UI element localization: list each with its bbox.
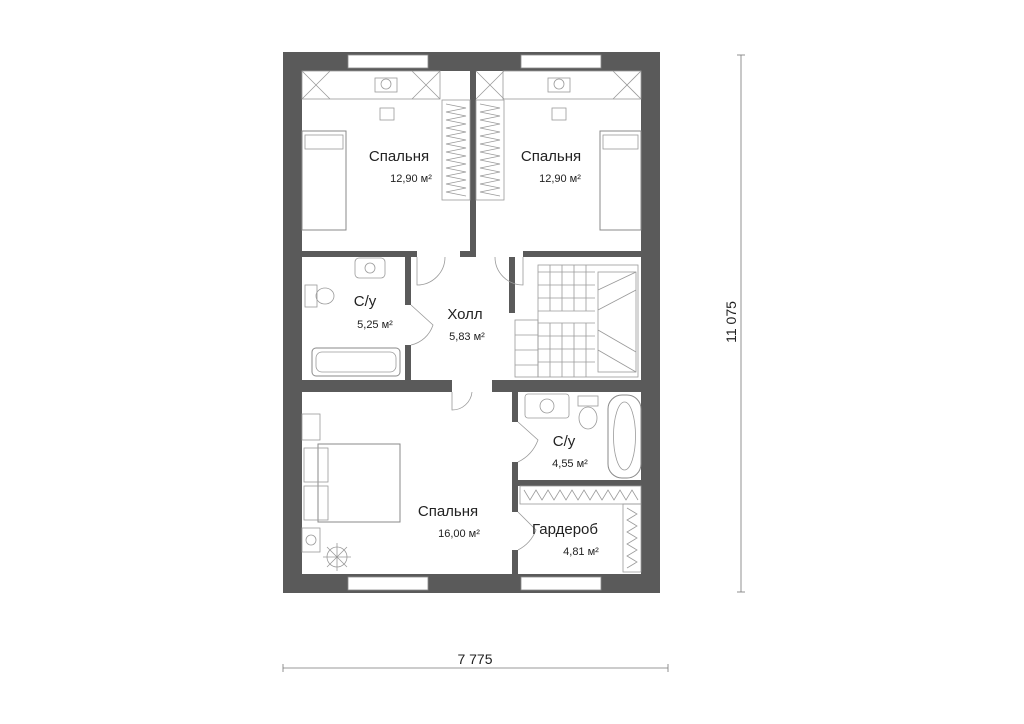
stair-outline bbox=[537, 264, 639, 378]
room-name-hall: Холл bbox=[447, 306, 482, 323]
room-name-bathroom-right: С/у bbox=[553, 433, 576, 450]
wardrobe-right bbox=[475, 99, 505, 201]
wardrobe-rail-top bbox=[519, 485, 642, 505]
door-bath-right bbox=[517, 421, 539, 463]
room-labels: Спальня 12,90 м² Спальня 12,90 м² С/у 5,… bbox=[354, 148, 599, 558]
wall-wardrobe-top bbox=[512, 480, 641, 486]
bathroom-left-fixtures bbox=[304, 257, 401, 377]
toilet-tank-icon bbox=[304, 284, 318, 308]
bathroom-right-fixtures bbox=[524, 393, 642, 479]
window-bottom-left bbox=[347, 576, 429, 591]
dimension-width-label: 7 775 bbox=[457, 651, 492, 667]
wardrobe-rail-side bbox=[622, 503, 642, 573]
toilet-icon-2 bbox=[578, 406, 598, 430]
shelf-top-left bbox=[301, 70, 441, 100]
wall-lower-left bbox=[302, 380, 452, 392]
sink-icon bbox=[354, 257, 386, 279]
bed-icon-2 bbox=[599, 130, 642, 231]
desk-chair-icon bbox=[379, 107, 395, 121]
door-bath-left bbox=[410, 304, 434, 346]
wall-mid-center bbox=[460, 251, 476, 257]
plant-icon bbox=[323, 543, 351, 571]
wall-mid-left bbox=[302, 251, 417, 257]
toilet-tank-icon-2 bbox=[577, 395, 599, 407]
wall-right bbox=[641, 52, 660, 593]
room-name-bedroom-top-left: Спальня bbox=[369, 148, 429, 165]
wall-stair-left bbox=[509, 257, 515, 313]
door-wardrobe bbox=[517, 511, 537, 551]
sink-icon-2 bbox=[524, 393, 570, 419]
desk-monitor-icon-2 bbox=[547, 77, 571, 93]
stairs bbox=[514, 264, 639, 378]
door-bedroom-top-left bbox=[416, 256, 446, 286]
room-name-bedroom-bottom: Спальня bbox=[418, 503, 478, 520]
wall-bath-right-left-upper bbox=[512, 392, 518, 422]
bed-icon bbox=[301, 130, 347, 231]
room-area-hall: 5,83 м² bbox=[449, 331, 485, 343]
wall-bath-right-left-lower bbox=[512, 462, 518, 486]
wardrobe-fixtures bbox=[519, 485, 642, 573]
room-name-wardrobe: Гардероб bbox=[532, 521, 598, 538]
door-bedroom-top-right bbox=[494, 256, 524, 286]
window-top-right bbox=[520, 54, 602, 69]
bedroom-bottom-furniture bbox=[301, 413, 401, 571]
bathtub-icon bbox=[311, 347, 401, 377]
dimension-height-label: 11 075 bbox=[723, 301, 739, 343]
room-area-bathroom-right: 4,55 м² bbox=[552, 458, 588, 470]
wall-lower-right bbox=[492, 380, 641, 392]
toilet-icon bbox=[315, 287, 335, 305]
room-name-bedroom-top-right: Спальня bbox=[521, 148, 581, 165]
bedroom-top-left-furniture bbox=[301, 70, 471, 231]
interior-walls bbox=[302, 71, 641, 574]
nightstand-icon-2 bbox=[301, 527, 321, 553]
wall-top bbox=[283, 52, 660, 71]
wall-bath-left-lower bbox=[405, 345, 411, 380]
window-top-left bbox=[347, 54, 429, 69]
window-bottom-right bbox=[520, 576, 602, 591]
room-area-bathroom-left: 5,25 м² bbox=[357, 319, 393, 331]
room-area-wardrobe: 4,81 м² bbox=[563, 546, 599, 558]
desk-chair-icon-2 bbox=[551, 107, 567, 121]
room-area-bedroom-top-left: 12,90 м² bbox=[390, 173, 432, 185]
double-bed-icon bbox=[317, 443, 401, 523]
wall-wardrobe-left-lower bbox=[512, 550, 518, 574]
wall-bottom bbox=[283, 574, 660, 593]
bathtub-icon-2 bbox=[607, 394, 642, 479]
room-area-bedroom-bottom: 16,00 м² bbox=[438, 528, 480, 540]
outer-walls bbox=[283, 52, 660, 593]
doors bbox=[410, 256, 539, 551]
wall-left bbox=[283, 52, 302, 593]
wall-mid-right bbox=[523, 251, 641, 257]
dimension-lines: 7 775 11 075 bbox=[282, 54, 745, 672]
wall-bath-left-upper bbox=[405, 257, 411, 305]
desk-monitor-icon bbox=[374, 77, 398, 93]
shelf-top-right bbox=[502, 70, 642, 100]
wall-bedrooms-divider bbox=[470, 71, 476, 251]
room-area-bedroom-top-right: 12,90 м² bbox=[539, 173, 581, 185]
bedroom-top-right-furniture bbox=[475, 70, 642, 231]
wardrobe-left bbox=[441, 99, 471, 201]
door-bedroom-bottom bbox=[451, 391, 473, 411]
nightstand-icon bbox=[301, 413, 321, 441]
wall-wardrobe-left-upper bbox=[512, 486, 518, 512]
room-name-bathroom-left: С/у bbox=[354, 293, 377, 310]
